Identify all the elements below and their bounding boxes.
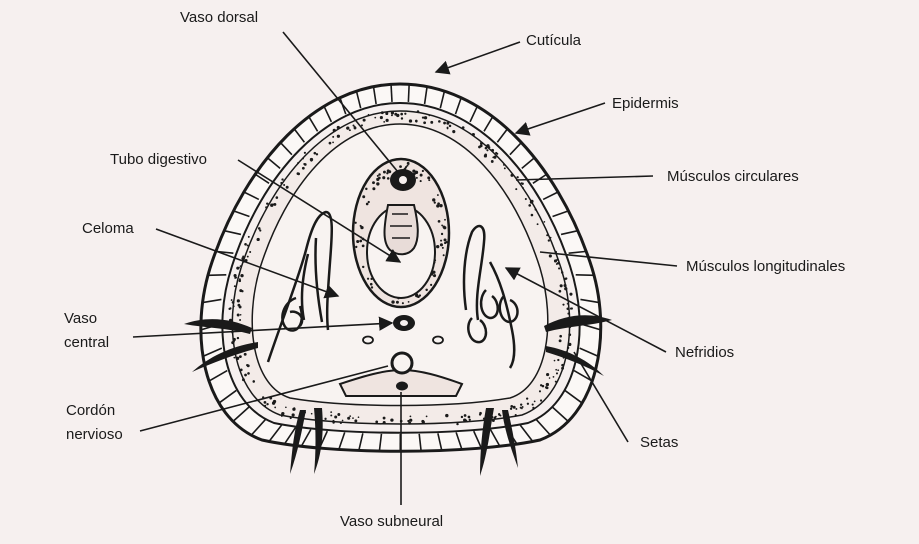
leader-cuticula [436,42,520,72]
label-vaso-central-line2: central [64,333,109,352]
label-celoma: Celoma [82,219,134,238]
nerve-cord [392,353,412,373]
leader-epidermis [516,103,605,133]
label-vaso-dorsal: Vaso dorsal [180,8,258,27]
label-cordon-nervioso-line1: Cordón [66,401,115,420]
label-epidermis: Epidermis [612,94,679,113]
label-musculos-longitudinales: Músculos longitudinales [686,257,845,276]
label-vaso-subneural: Vaso subneural [340,512,443,531]
label-nefridios: Nefridios [675,343,734,362]
typhlosole [385,205,418,254]
label-cordon-nervioso-line2: nervioso [66,425,123,444]
label-cuticula: Cutícula [526,31,581,50]
subneural-vessel [396,382,408,391]
label-vaso-central-line1: Vaso [64,309,97,328]
label-setas: Setas [640,433,678,452]
label-tubo-digestivo: Tubo digestivo [110,150,207,169]
label-musculos-circulares: Músculos circulares [667,167,799,186]
